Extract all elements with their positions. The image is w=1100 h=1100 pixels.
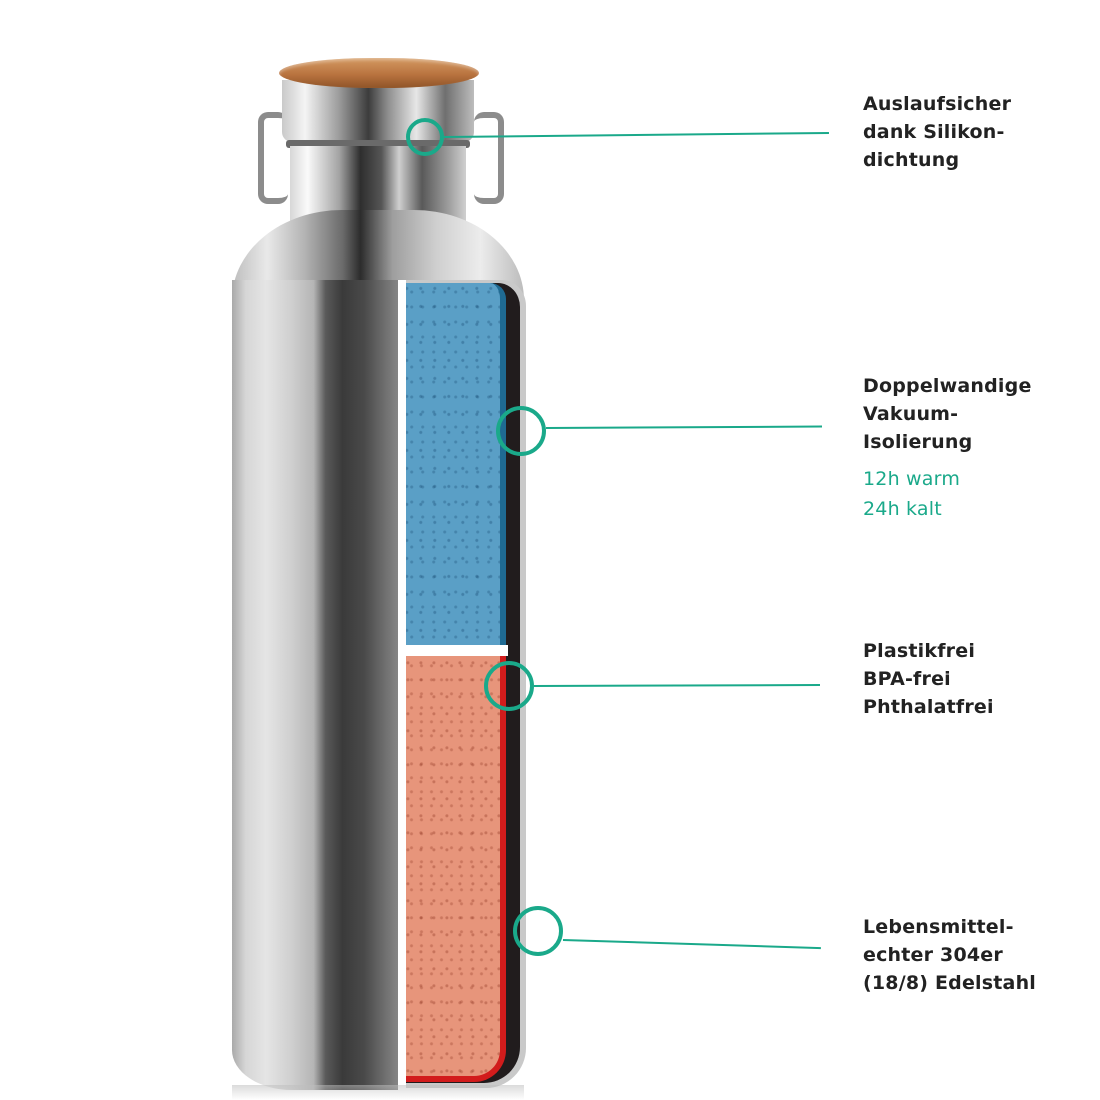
bamboo-lid-top [279,58,479,88]
bail-handle-right [474,112,504,204]
silicone-seal [286,140,470,148]
callout-line-vacuum [545,425,823,429]
callout-text: Doppelwandige [863,375,1032,397]
callout-ring-vacuum [496,406,546,456]
callout-ring-plastic-free [484,661,534,711]
callout-text: (18/8) Edelstahl [863,972,1037,994]
callout-text: Isolierung [863,431,973,453]
callout-text: BPA-frei [863,668,951,690]
callout-text: echter 304er [863,944,1003,966]
callout-text: Auslaufsicher [863,93,1012,115]
cold-duration: 24h kalt [863,498,942,520]
callout-text: Vakuum- [863,403,959,425]
lid-steel-cap [282,80,474,142]
callout-line-plastic-free [533,684,821,687]
warm-duration: 12h warm [863,468,961,490]
section-divider [404,645,508,656]
callout-label-seal: Auslaufsicher dank Silikon- dichtung [863,90,1011,174]
callout-text: dank Silikon- [863,121,1005,143]
cold-liquid-section [404,283,506,645]
callout-line-steel [562,939,821,950]
callout-label-vacuum: Doppelwandige Vakuum- Isolierung 12h war… [863,372,1032,524]
bottle-reflection [232,1085,524,1100]
callout-label-steel: Lebensmittel- echter 304er (18/8) Edelst… [863,913,1036,997]
callout-text: Plastikfrei [863,640,976,662]
callout-text: Phthalatfrei [863,696,994,718]
callout-text: Lebensmittel- [863,916,1014,938]
callout-label-plastic-free: Plastikfrei BPA-frei Phthalatfrei [863,637,994,721]
cutaway-edge [398,280,406,1090]
bail-handle-left [258,112,288,204]
callout-ring-steel [513,906,563,956]
callout-text: dichtung [863,149,960,171]
callout-ring-seal [406,118,444,156]
bottle-body-steel [232,280,402,1090]
hot-liquid-section [404,656,506,1082]
